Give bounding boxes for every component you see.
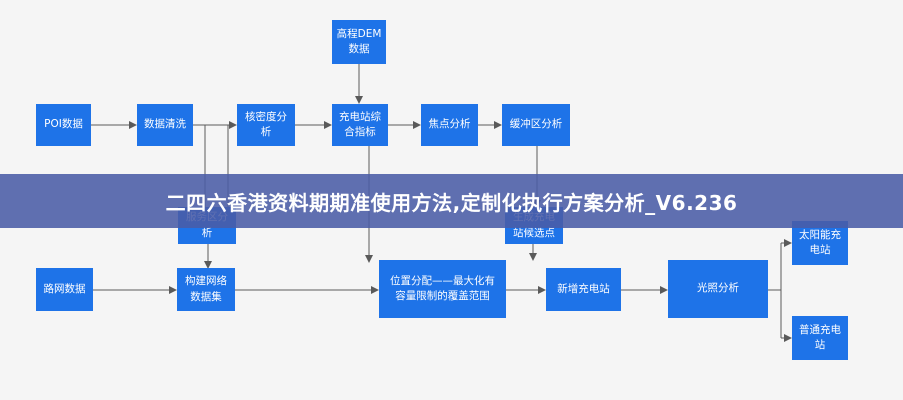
node-normal: 普通充电 站 — [792, 316, 848, 360]
node-hotspot: 焦点分析 — [421, 104, 478, 146]
node-kde: 核密度分 析 — [237, 104, 295, 146]
node-light: 光照分析 — [668, 260, 768, 318]
node-newstation: 新增充电站 — [546, 268, 621, 311]
node-allocate: 位置分配——最大化有 容量限制的覆盖范围 — [379, 260, 506, 318]
node-buffer: 缓冲区分析 — [502, 104, 570, 146]
banner-title: 二四六香港资料期期准使用方法,定制化执行方案分析_V6.236 — [165, 190, 738, 215]
title-banner: 二四六香港资料期期准使用方法,定制化执行方案分析_V6.236 — [0, 174, 903, 228]
node-poi: POI数据 — [36, 104, 91, 146]
node-road: 路网数据 — [36, 268, 93, 311]
node-clean: 数据清洗 — [137, 104, 193, 146]
node-network: 构建网络 数据集 — [177, 268, 235, 311]
node-solar: 太阳能充 电站 — [792, 221, 848, 265]
node-dem: 高程DEM 数据 — [332, 20, 386, 64]
node-index: 充电站综 合指标 — [332, 104, 388, 146]
